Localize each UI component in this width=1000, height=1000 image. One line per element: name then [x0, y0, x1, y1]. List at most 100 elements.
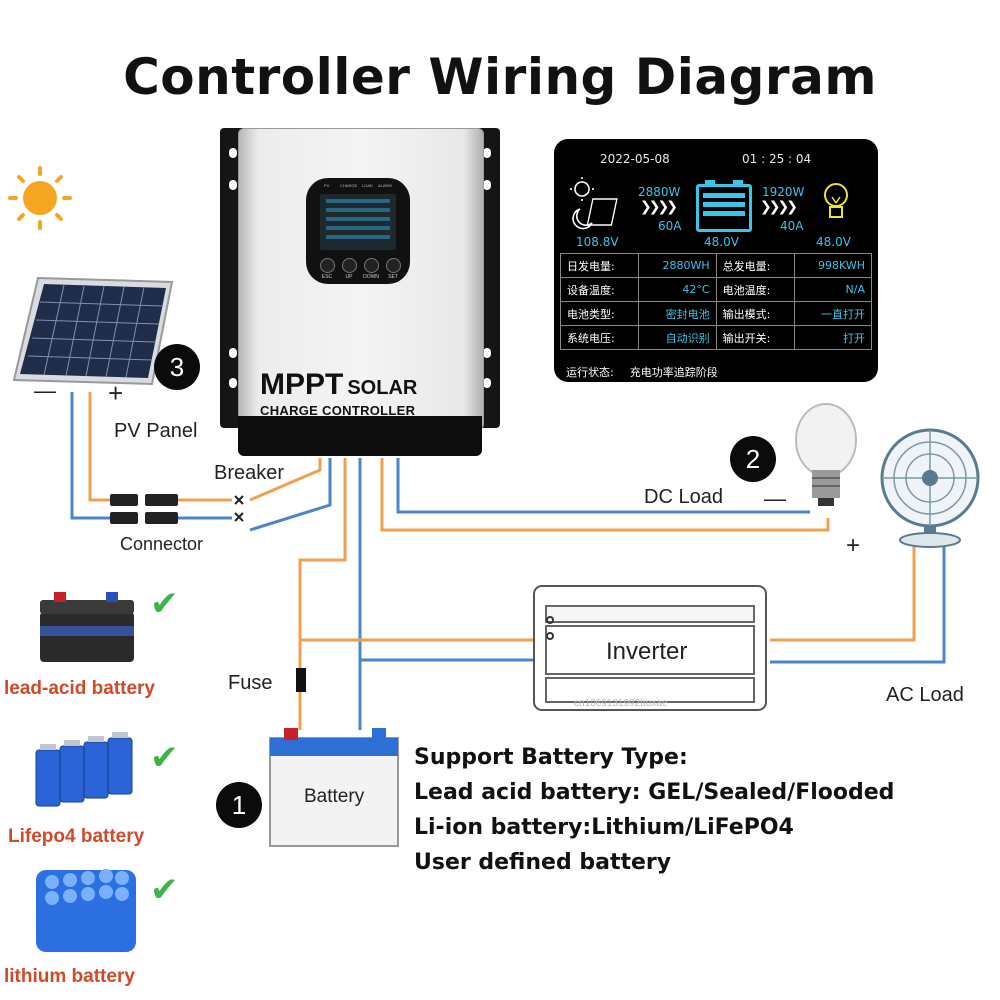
brand-mppt: MPPT [260, 368, 344, 401]
lcd-stats-table: 日发电量: 2880WH 总发电量: 998KWH 设备温度: 42°C 电池温… [559, 253, 873, 350]
support-line: Li-ion battery:Lithium/LiFePO4 [414, 815, 794, 840]
dc-load-label: DC Load [644, 486, 723, 508]
pv-power: 2880W [638, 185, 681, 199]
watermark: cn1069131992boxae [574, 698, 668, 709]
table-cell: 打开 [793, 325, 873, 350]
battery-label: Battery [304, 786, 365, 807]
indicator-label: ALARM [378, 183, 392, 188]
diagram-title: Controller Wiring Diagram [123, 48, 877, 106]
table-cell: 一直打开 [793, 301, 873, 326]
table-row: 设备温度: 42°C 电池温度: N/A [559, 277, 873, 302]
table-row: 系统电压: 自动识别 输出开关: 打开 [559, 325, 873, 350]
table-cell: 电池类型: [559, 301, 640, 326]
inverter-label: Inverter [606, 638, 688, 665]
table-cell: 日发电量: [559, 253, 640, 278]
fan-icon [880, 428, 980, 548]
table-cell: 输出模式: [715, 301, 795, 326]
lcd-date: 2022-05-08 [600, 152, 670, 166]
indicator-label: LOAD [362, 183, 373, 188]
connector-icon [110, 494, 178, 524]
controller-display: PV CHARGE LOAD ALARM ESC UP DOWN SET [306, 178, 410, 284]
table-cell: 42°C [638, 277, 717, 302]
down-button[interactable] [364, 258, 379, 273]
set-button[interactable] [386, 258, 401, 273]
breaker-label: Breaker [214, 462, 285, 484]
indicator-label: CHARGE [340, 183, 358, 188]
support-line: User defined battery [414, 850, 672, 875]
lcd-time: 01 : 25 : 04 [742, 152, 812, 166]
battery-voltage: 48.0V [704, 235, 739, 249]
lcd-status: 运行状态: 充电功率追踪阶段 [566, 364, 718, 380]
lead-acid-battery-icon [40, 592, 134, 662]
battery-icon [269, 728, 399, 847]
flow-arrows-icon: ❯❯❯❯ [640, 199, 678, 215]
pv-voltage: 108.8V [576, 235, 619, 249]
support-battery-text: Support Battery Type: Lead acid battery:… [414, 740, 894, 880]
sun-icon [8, 166, 72, 230]
lcd-detail-panel: 2022-05-08 01 : 25 : 04 2880W 60A ❯❯❯❯ 1… [554, 139, 878, 382]
load-voltage: 48.0V [816, 235, 851, 249]
check-icon-lithium: ✔ [150, 870, 179, 910]
indicator-label: PV [324, 183, 330, 188]
button-label: UP [345, 274, 353, 280]
lcd-battery-icon [696, 180, 752, 232]
table-cell: 998KWH [793, 253, 873, 278]
lithium-cells-icon [36, 869, 136, 952]
bulb-icon [795, 403, 857, 506]
sun-moon-icon [570, 177, 618, 230]
lifepo4-battery-icon [35, 732, 133, 807]
lcd-bulb-icon [824, 183, 848, 218]
support-line: Lead acid battery: GEL/Sealed/Flooded [414, 780, 895, 805]
connector-label: Connector [120, 534, 204, 554]
brand-solar: SOLAR [347, 377, 418, 399]
mini-lcd [320, 194, 396, 250]
inverter-box [533, 585, 767, 711]
step-badge-1: 1 [216, 782, 262, 828]
table-cell: 2880WH [638, 253, 717, 278]
fuse-icon [296, 668, 306, 692]
dc-minus-label: — [764, 486, 786, 511]
button-label: SET [388, 274, 398, 280]
solar-panel-icon [12, 276, 174, 386]
status-label: 运行状态: [566, 366, 614, 379]
support-heading: Support Battery Type: [414, 745, 688, 770]
table-row: 日发电量: 2880WH 总发电量: 998KWH [559, 253, 873, 278]
table-cell: 电池温度: [715, 277, 795, 302]
table-row: 电池类型: 密封电池 输出模式: 一直打开 [559, 301, 873, 326]
flow-arrows-icon: ❯❯❯❯ [760, 199, 798, 215]
button-label: ESC [321, 274, 333, 280]
step-badge-3: 3 [154, 344, 200, 390]
table-cell: 总发电量: [715, 253, 795, 278]
battery-type-label: lithium battery [4, 966, 135, 987]
check-icon-lead-acid: ✔ [150, 584, 179, 624]
load-power: 1920W [762, 185, 805, 199]
check-icon-lifepo4: ✔ [150, 738, 179, 778]
charge-controller: PV CHARGE LOAD ALARM ESC UP DOWN SET MPP… [220, 128, 500, 458]
up-button[interactable] [342, 258, 357, 273]
button-label: DOWN [363, 274, 379, 280]
brand-subtitle: CHARGE CONTROLLER [260, 403, 416, 418]
table-cell: 自动识别 [638, 325, 717, 350]
ac-load-label: AC Load [886, 684, 964, 706]
load-current: 40A [780, 219, 804, 233]
table-cell: 密封电池 [638, 301, 717, 326]
controller-base [238, 416, 482, 456]
status-value: 充电功率追踪阶段 [629, 366, 718, 379]
battery-type-label: lead-acid battery [4, 678, 155, 699]
breaker-icon [234, 495, 244, 522]
pv-panel-label: PV Panel [114, 420, 198, 442]
table-cell: N/A [793, 277, 873, 302]
pv-plus-label: + [108, 378, 124, 408]
pv-minus-label: — [34, 378, 56, 403]
table-cell: 输出开关: [715, 325, 795, 350]
esc-button[interactable] [320, 258, 335, 273]
table-cell: 系统电压: [559, 325, 640, 350]
step-badge-2: 2 [730, 436, 776, 482]
dc-plus-label: + [846, 532, 861, 559]
battery-type-label: Lifepo4 battery [8, 826, 145, 847]
fuse-label: Fuse [228, 672, 273, 694]
table-cell: 设备温度: [559, 277, 640, 302]
pv-current: 60A [658, 219, 682, 233]
